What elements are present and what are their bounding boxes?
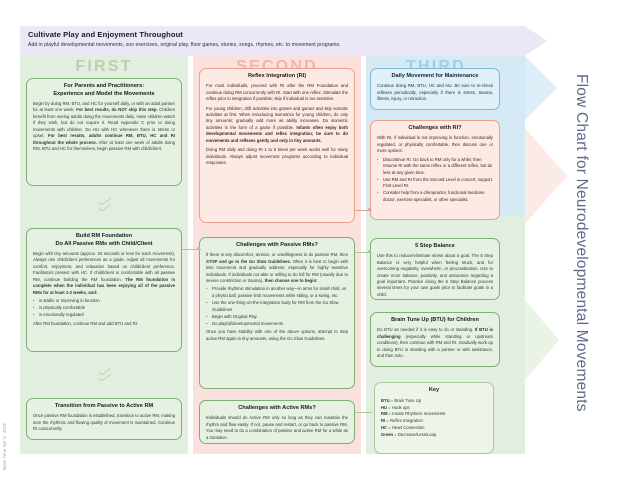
box-body: Individuals should do Active RM only so …: [206, 415, 348, 440]
list-item: Use the one-thing-on-the-integration bod…: [206, 300, 348, 313]
box-bullet-list: Provide rhythmic stimulation in another …: [206, 286, 348, 327]
key-item: RM = Innate Rhythmic movements: [381, 411, 446, 417]
credit-text: Brain Tune Up! © 2023: [2, 423, 7, 470]
box-five-step-balance[interactable]: 5 Step Balance Use this to reduce/elimin…: [370, 238, 500, 300]
box-title: For Parents and Practitioners:Experience…: [53, 83, 155, 97]
band-tip-green-icon: [525, 300, 559, 380]
box-body: Begin by doing RM, BTU, and HC for yours…: [33, 100, 175, 152]
box-title: Transition from Passive to Active RM: [54, 403, 154, 409]
connector-dot-3: [368, 250, 371, 253]
box-body-1: For most individuals, proceed with RI af…: [206, 83, 348, 102]
box-title: Challenges with Passive RMs?: [236, 242, 318, 248]
box-title: Daily Movement for Maintenance: [391, 73, 479, 79]
list-item: is physically comfortable: [33, 305, 175, 312]
box-body-1: With RI, if individual is not improving …: [377, 135, 493, 154]
band-tip-blue-icon: [525, 56, 557, 120]
list-item: Provide rhythmic stimulation in another …: [206, 286, 348, 299]
box-body-1: If there is any discomfort, tension, or …: [206, 252, 348, 284]
connector-dot-2: [368, 208, 371, 211]
connector-line-3: [355, 252, 372, 253]
box-body-2: Once you have stability with one of the …: [206, 329, 348, 341]
box-daily-movement[interactable]: Daily Movement for Maintenance Continue …: [370, 68, 500, 110]
box-transition-passive-active[interactable]: Transition from Passive to Active RM Onc…: [26, 398, 182, 440]
list-item: Discontinue RI. Go back to RM only for a…: [377, 157, 493, 177]
box-parents-practitioners[interactable]: For Parents and Practitioners:Experience…: [26, 78, 182, 186]
connector-line-4: [355, 412, 372, 413]
list-item: Consider help from a chiropractor, funct…: [377, 190, 493, 203]
box-body: Use this to reduce/eliminate stress abou…: [377, 253, 493, 297]
banner-title: Cultivate Play and Enjoyment Throughout: [28, 30, 183, 39]
chevron-down-icon-1: [93, 192, 115, 214]
key-item: RI = Reflex Integration: [381, 418, 423, 424]
box-body-2: For young children, drift activities int…: [206, 105, 348, 143]
box-brain-tune-up[interactable]: Brain Tune Up (BTU) for Children Do BTU …: [370, 312, 500, 367]
band-tip-pink-icon: [525, 128, 567, 224]
connector-line-2: [355, 210, 372, 211]
list-item: is emotionally regulated: [33, 312, 175, 319]
list-item: Use RM and RI from the Second Level in c…: [377, 177, 493, 190]
box-title: Brain Tune Up (BTU) for Children: [391, 317, 479, 323]
page-title: Flow Chart for Neurodevelopmental Moveme…: [573, 74, 590, 412]
box-challenges-active-rms[interactable]: Challenges with Active RMs? Individuals …: [199, 400, 355, 444]
key-item: HC = Heart Connection: [381, 424, 425, 430]
box-body-3: Doing RM daily and doing RI 1 to 5 times…: [206, 147, 348, 166]
box-title: Challenges with RI?: [408, 125, 462, 131]
chevron-down-icon-2: [93, 362, 115, 384]
box-challenges-passive-rms[interactable]: Challenges with Passive RMs? If there is…: [199, 237, 355, 389]
box-challenges-ri[interactable]: Challenges with RI? With RI, if individu…: [370, 120, 500, 220]
box-bullet-list: is stable or improving in functionis phy…: [33, 298, 175, 319]
box-title: 5 Step Balance: [415, 243, 455, 249]
connector-dot-1: [197, 247, 200, 250]
list-item: Do playful/developmental movements.: [206, 321, 348, 328]
connector-line-1: [182, 249, 201, 250]
box-body-2: After RM foundation, continue RM and add…: [33, 320, 139, 326]
banner-arrow-icon: [525, 26, 547, 56]
list-item: is stable or improving in function: [33, 298, 175, 305]
box-bullet-list: Discontinue RI. Go back to RM only for a…: [377, 157, 493, 204]
key-item: Green = Decrease/Less/Loop: [381, 431, 437, 437]
key-item: HU = Hook ups: [381, 404, 410, 410]
banner: Cultivate Play and Enjoyment Throughout …: [20, 26, 525, 56]
column-header-first: FIRST: [75, 58, 133, 75]
box-reflex-integration[interactable]: Reflex Integration (RI) For most individ…: [199, 68, 355, 223]
key-title: Key: [428, 387, 440, 393]
banner-subtitle: Add in playful developmental movements, …: [28, 42, 341, 48]
box-body: Once passive RM foundation is establishe…: [33, 413, 175, 432]
key-item: BTU = Brain Tune Up: [381, 397, 422, 403]
box-body-1: Begin with tiny amounts (approx. 20 seco…: [33, 250, 175, 295]
box-title: Reflex Integration (RI): [247, 73, 307, 79]
box-body: Do BTU as needed if it is easy to do or …: [377, 327, 493, 359]
box-title: Challenges with Active RMs?: [238, 405, 316, 411]
box-body: Continue doing RM, BTU, HC and HU. Be su…: [377, 83, 493, 102]
list-item: Begin with Original Play: [206, 314, 348, 321]
